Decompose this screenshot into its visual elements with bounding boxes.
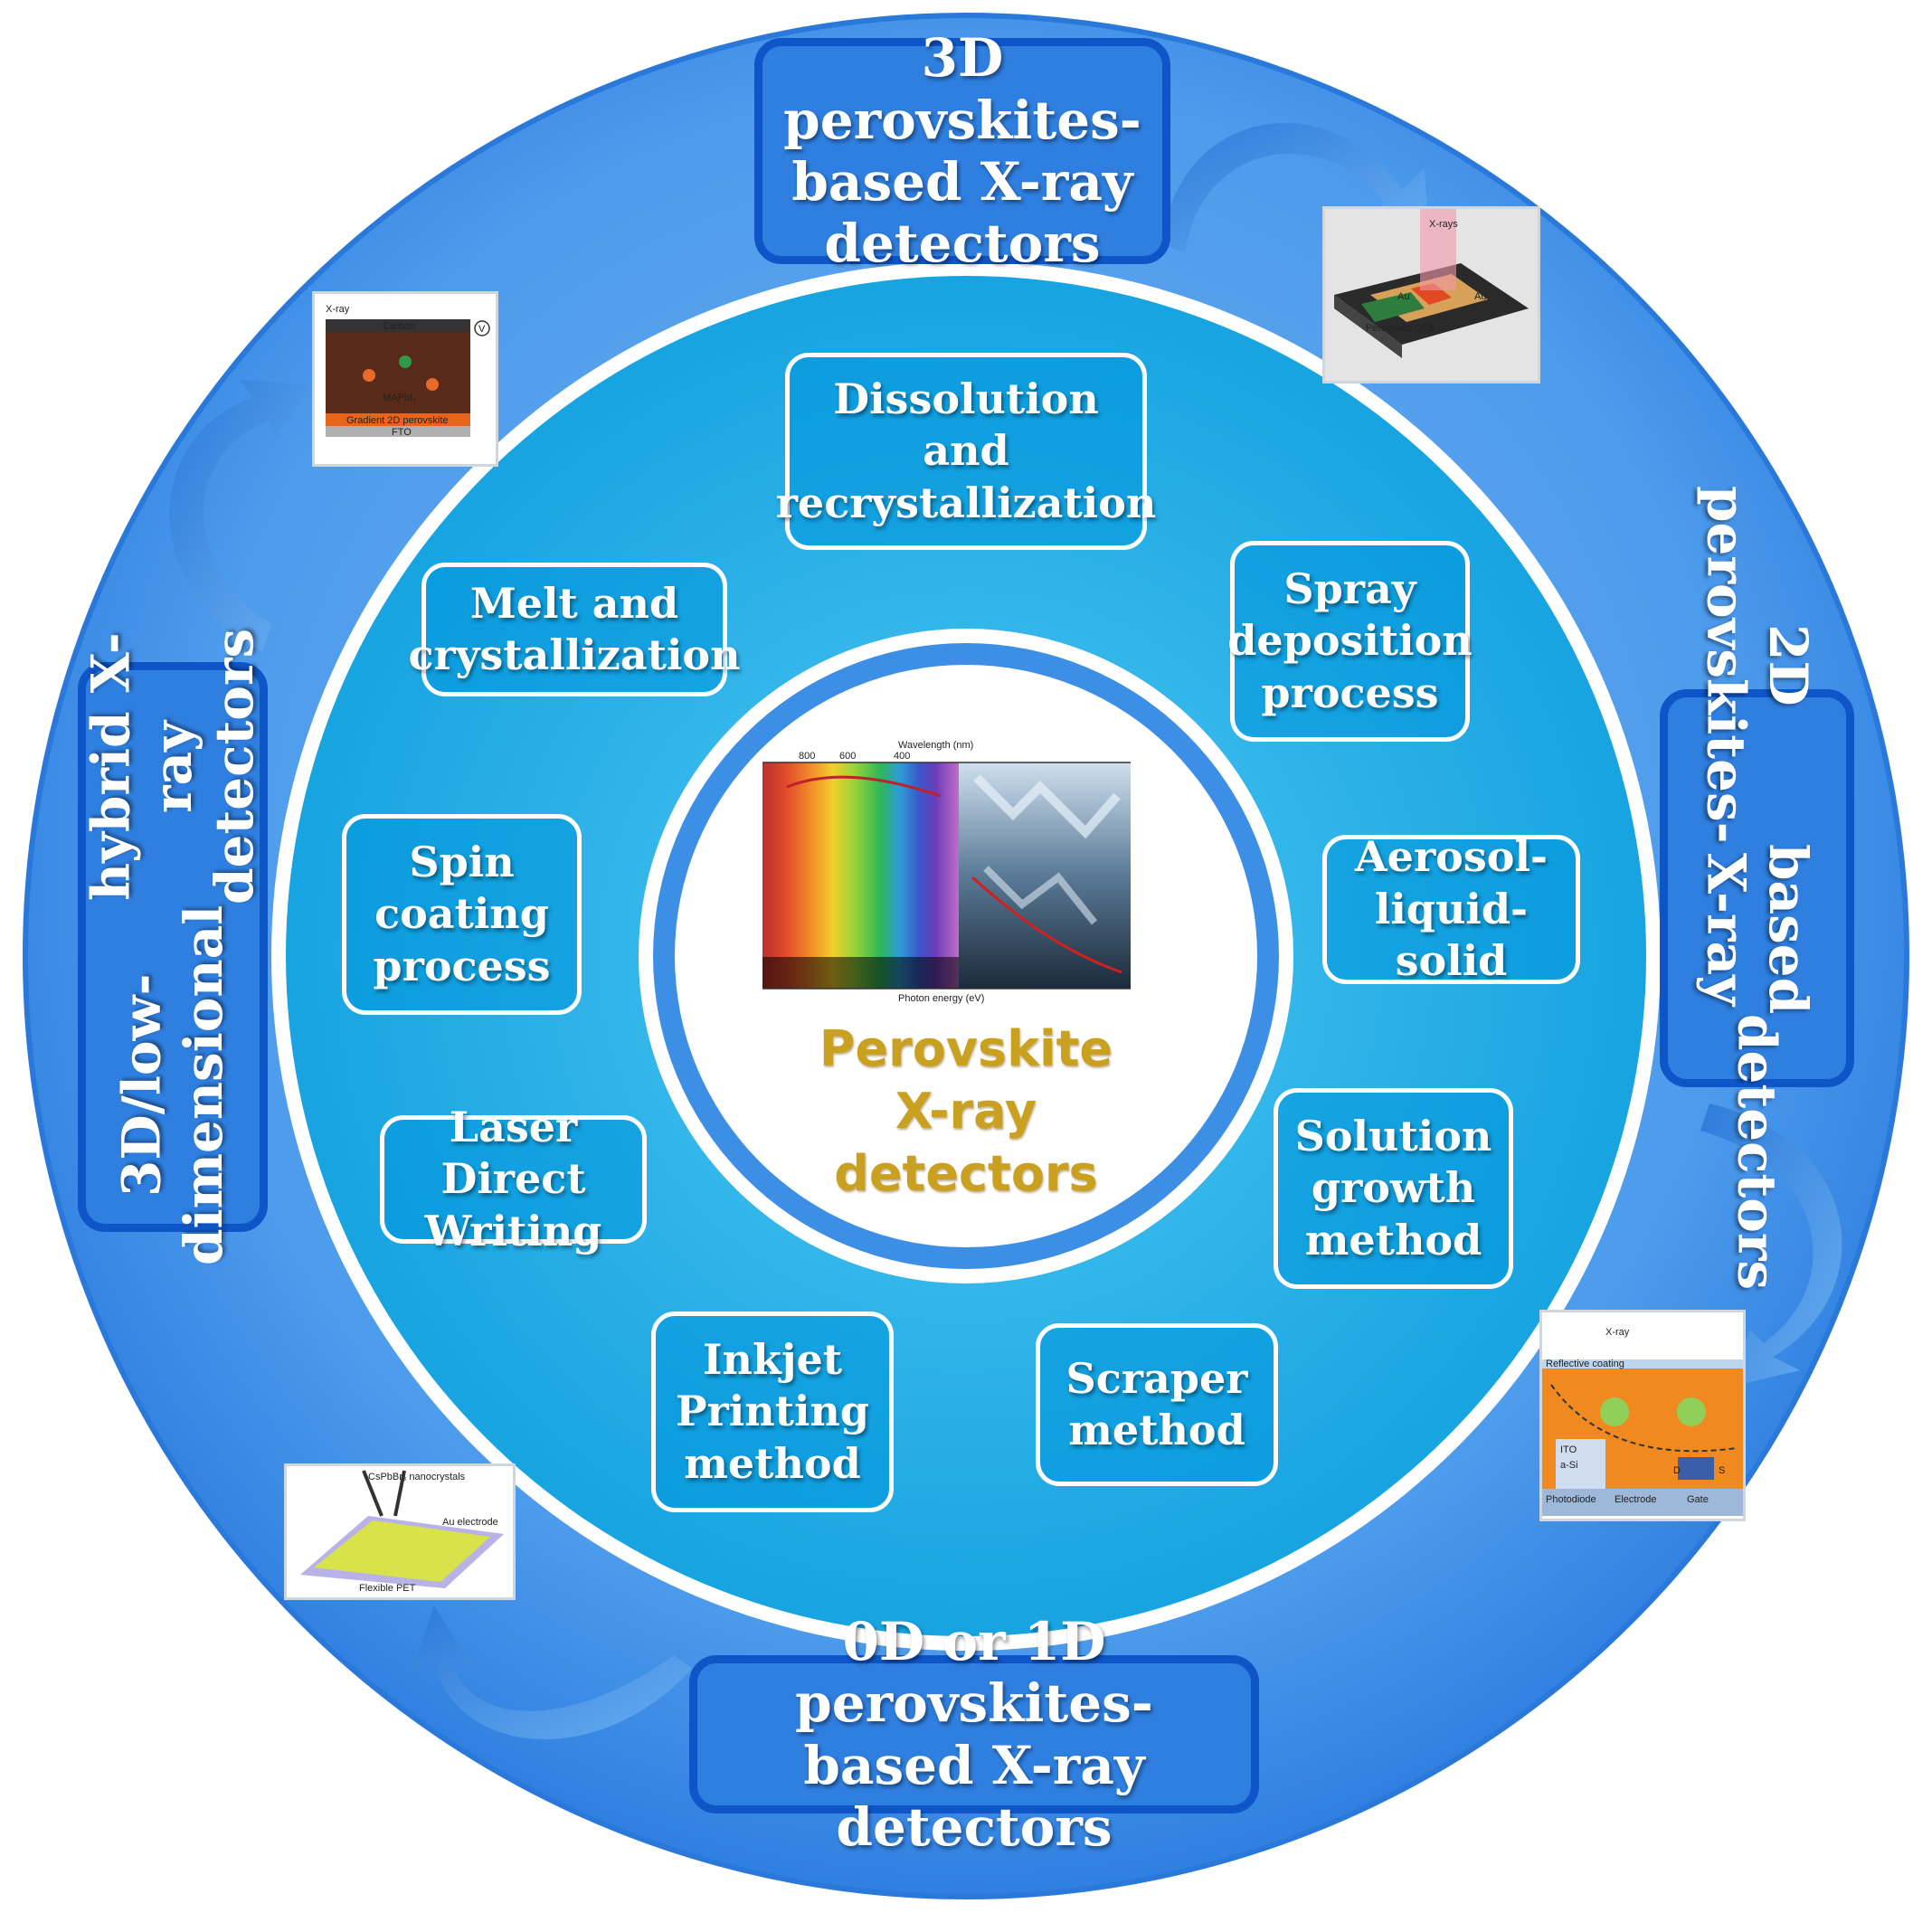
thumb-hybrid-label-gradient: Gradient 2D perovskite	[346, 415, 449, 426]
center-title-line-1: Perovskite	[819, 1020, 1113, 1077]
wavelength-tick-400: 400	[894, 751, 911, 762]
label-0d-1d-perovskites: 0D or 1D perovskites- based X-ray detect…	[689, 1611, 1259, 1858]
thumb-hybrid-label-mapbi3: MAPbI₃	[383, 393, 417, 403]
thumbnail-hybrid-stack: X-ray Carbon MAPbI₃ Gradient 2D perovski…	[312, 291, 498, 467]
wavelength-axis-label: Wavelength (nm)	[898, 740, 974, 751]
method-solution-line-3: method	[1304, 1215, 1482, 1264]
label-3d-line-2: based X-ray	[791, 151, 1133, 213]
wavelength-tick-800: 800	[799, 751, 816, 762]
method-dissolution: Dissolution and recrystallization	[776, 353, 1156, 550]
method-laser-line-2: Writing	[424, 1206, 602, 1255]
method-aerosol-line-1: Aerosol-	[1354, 832, 1548, 882]
arrow-top-right	[1162, 122, 1429, 253]
label-3d-line-1: 3D perovskites-	[783, 27, 1141, 151]
method-spray-line-3: process	[1261, 668, 1439, 717]
device-3d-graphic: X-rays Au Au Perovskite QDs	[1325, 209, 1538, 381]
thumb-hybrid-label-fto: FTO	[392, 427, 412, 438]
method-inkjet-line-2: Printing	[675, 1387, 870, 1436]
method-laser: Laser Direct Writing	[380, 1103, 647, 1255]
thumbnail-nanocrystal-array: CsPbBr₃ nanocrystals Au electrode Flexib…	[284, 1463, 516, 1600]
method-inkjet-line-3: method	[684, 1438, 861, 1488]
thumb-2d-label-coating: Reflective coating	[1546, 1359, 1624, 1369]
thumb-2d-label-gate: Gate	[1687, 1494, 1709, 1505]
schematic-2d-graphic: X-ray Reflective coating ITO a-Si Photod…	[1542, 1312, 1743, 1519]
label-2d-perovskites: 2D perovskites- based X-ray detectors	[1660, 486, 1854, 1291]
label-hybrid-line-1: 3D/low-dimensional	[110, 904, 234, 1265]
spectrum-xray-image	[762, 762, 1131, 990]
method-dissolution-line-1: Dissolution	[833, 374, 1099, 423]
label-2d-line-3: detectors	[1726, 1014, 1788, 1291]
label-3d-line-3: detectors	[824, 213, 1101, 275]
label-hybrid-line-2: hybrid X-ray detectors	[80, 629, 266, 905]
arrow-left	[169, 380, 312, 651]
label-0d-line-2: based X-ray detectors	[803, 1734, 1145, 1858]
thumb-2d-label-ito: ITO	[1560, 1444, 1577, 1455]
arrow-right	[1700, 1103, 1842, 1388]
center-title-line-3: detectors	[834, 1145, 1098, 1203]
thumb-nc-label-pet: Flexible PET	[359, 1583, 416, 1594]
method-spray: Spray deposition process	[1227, 541, 1473, 742]
thumb-3d-label-qds: Perovskite QDs	[1366, 323, 1435, 334]
center-title: Perovskite X-ray detectors	[740, 1018, 1192, 1205]
thumb-3d-label-xrays: X-rays	[1429, 219, 1458, 230]
label-3d-perovskites: 3D perovskites- based X-ray detectors	[754, 27, 1170, 274]
method-spin-line-1: Spin	[409, 837, 515, 886]
thumb-2d-label-electrode: Electrode	[1615, 1494, 1656, 1505]
thumb-3d-label-au-1: Au	[1397, 291, 1409, 302]
method-dissolution-line-2: and	[923, 426, 1009, 476]
method-inkjet: Inkjet Printing method	[651, 1312, 894, 1512]
method-inkjet-line-1: Inkjet	[703, 1334, 842, 1384]
thumb-2d-label-photodiode: Photodiode	[1546, 1494, 1596, 1505]
method-spin-line-3: process	[373, 941, 551, 990]
label-2d-line-2: based X-ray	[1695, 844, 1819, 1015]
thumbnail-2d-schematic: X-ray Reflective coating ITO a-Si Photod…	[1539, 1310, 1746, 1521]
method-aerosol: Aerosol- liquid-solid	[1322, 832, 1580, 985]
center-title-line-2: X-ray	[895, 1083, 1037, 1141]
arrow-bottom-left	[412, 1605, 692, 1739]
method-melt: Melt and crystallization	[408, 563, 741, 696]
thumb-nc-label-nanocrystals: CsPbBr₃ nanocrystals	[368, 1472, 466, 1482]
method-scraper: Scraper method	[1036, 1323, 1278, 1486]
method-scraper-line-1: Scraper	[1065, 1353, 1248, 1403]
thumbnail-3d-device: X-rays Au Au Perovskite QDs	[1322, 206, 1540, 384]
method-melt-line-2: crystallization	[408, 630, 741, 679]
method-solution-line-2: growth	[1311, 1163, 1476, 1213]
method-spin-line-2: coating	[374, 889, 549, 939]
thumb-hybrid-label-v: V	[478, 324, 486, 335]
nanocrystal-array-graphic: CsPbBr₃ nanocrystals Au electrode Flexib…	[287, 1466, 513, 1597]
method-spin-coating: Spin coating process	[342, 814, 582, 1015]
method-spray-line-2: deposition	[1227, 616, 1473, 666]
photon-energy-axis-label: Photon energy (eV)	[898, 993, 985, 1004]
thumb-nc-label-au: Au electrode	[442, 1517, 498, 1528]
hybrid-stack-graphic: X-ray Carbon MAPbI₃ Gradient 2D perovski…	[315, 294, 496, 464]
thumb-2d-label-s: S	[1719, 1465, 1725, 1476]
method-dissolution-line-3: recrystallization	[775, 478, 1157, 527]
method-spray-line-1: Spray	[1283, 563, 1416, 613]
thumb-2d-label-asi: a-Si	[1560, 1460, 1578, 1471]
label-0d-line-1: 0D or 1D perovskites-	[795, 1610, 1153, 1735]
method-aerosol-line-2: liquid-solid	[1374, 884, 1529, 986]
wavelength-tick-600: 600	[839, 751, 857, 762]
spectrum-labels: Wavelength (nm) 800 600 400 Photon energ…	[762, 740, 1131, 1011]
method-melt-line-1: Melt and	[469, 578, 679, 628]
thumb-2d-label-d: D	[1673, 1465, 1681, 1476]
method-laser-line-1: Laser Direct	[440, 1102, 586, 1204]
thumb-hybrid-label-carbon: Carbon	[383, 321, 415, 332]
thumb-2d-label-xray: X-ray	[1605, 1327, 1630, 1338]
label-3d-low-dimensional: 3D/low-dimensional hybrid X-ray detector…	[78, 629, 268, 1265]
method-scraper-line-2: method	[1068, 1406, 1245, 1454]
thumb-3d-label-au-2: Au	[1474, 291, 1486, 302]
thumb-hybrid-label-xray: X-ray	[326, 304, 350, 315]
method-solution-line-1: Solution	[1294, 1111, 1492, 1160]
method-solution-growth: Solution growth method	[1274, 1088, 1513, 1289]
label-2d-line-1: 2D perovskites-	[1695, 486, 1819, 845]
